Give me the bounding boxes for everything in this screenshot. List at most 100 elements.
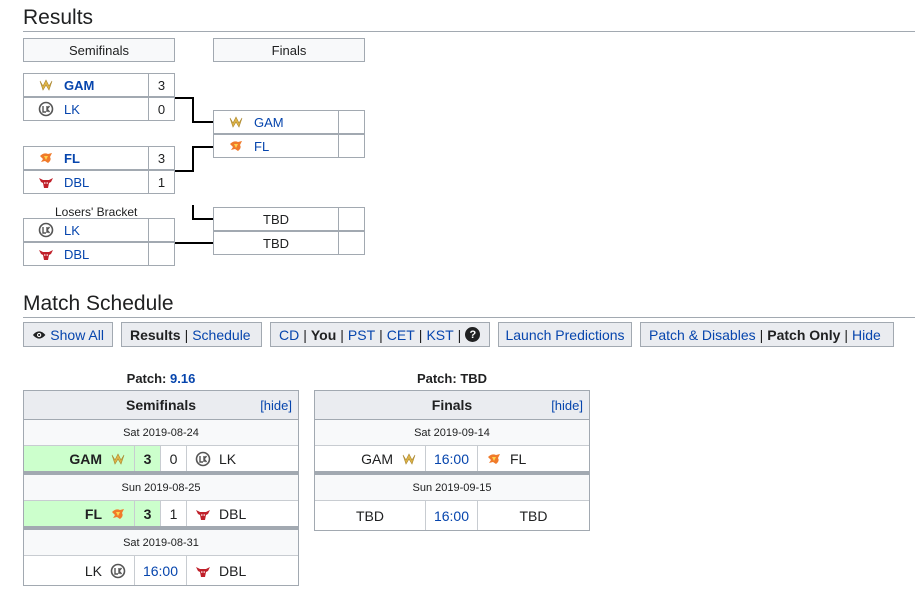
team-link-fl[interactable]: FL <box>64 150 80 166</box>
separator: | <box>340 326 344 343</box>
bracket-connector <box>192 218 213 220</box>
dbl-logo-icon <box>195 506 211 522</box>
hide-button[interactable]: Hide <box>852 326 881 343</box>
dbl-logo-icon <box>38 246 54 262</box>
bracket-connector <box>192 146 194 172</box>
team-link-dbl[interactable]: DBL <box>64 174 90 190</box>
launch-predictions-label: Launch Predictions <box>505 326 625 343</box>
bracket-slot-final1-team2: FL <box>213 134 365 158</box>
team-name[interactable]: DBL <box>219 505 247 522</box>
table-title: Finals <box>431 397 473 413</box>
team-link-fl[interactable]: FL <box>254 138 270 154</box>
team-link-gam[interactable]: GAM <box>254 114 284 130</box>
match-row: LK 16:00 DBL <box>24 556 298 585</box>
tz-cet-button[interactable]: CET <box>386 326 415 343</box>
patch-caption: Patch: <box>416 371 457 386</box>
tz-kst-button[interactable]: KST <box>426 326 454 343</box>
timezone-toggle: CD | You | PST | CET | KST | ? <box>270 322 490 347</box>
match-time[interactable]: 16:00 <box>433 507 470 524</box>
team-name[interactable]: DBL <box>219 562 247 579</box>
show-all-label: Show All <box>50 326 104 343</box>
eye-icon <box>32 330 46 339</box>
hide-table-toggle[interactable]: [hide] <box>260 397 292 413</box>
lk-logo-icon <box>110 563 126 579</box>
score: 3 <box>148 147 174 169</box>
separator: | <box>379 326 383 343</box>
score: 3 <box>148 74 174 96</box>
team-link-lk[interactable]: LK <box>64 101 80 117</box>
team-name[interactable]: GAM <box>69 450 102 467</box>
date-row: Sat 2019-08-24 <box>24 420 298 446</box>
team-link-gam[interactable]: GAM <box>64 77 95 93</box>
finals-schedule-table: Finals [hide] Sat 2019-09-14 GAM 16:00 F… <box>314 390 590 531</box>
hide-table-toggle[interactable]: [hide] <box>551 397 583 413</box>
team-name[interactable]: FL <box>510 450 527 467</box>
bracket-slot-semi1-team1: GAM 3 <box>23 73 175 97</box>
semifinals-schedule-table: Semifinals [hide] Sat 2019-08-24 GAM 3 0… <box>23 390 299 586</box>
results-view-button[interactable]: Results <box>130 326 181 343</box>
time-cell: 16:00 <box>426 501 478 530</box>
patch-toggle: Patch & Disables | Patch Only | Hide <box>640 322 894 347</box>
team-tbd: TBD <box>263 211 289 227</box>
team1-cell: GAM <box>24 446 135 471</box>
team-name[interactable]: GAM <box>361 450 393 467</box>
team-link-dbl[interactable]: DBL <box>64 246 90 262</box>
gam-logo-icon <box>110 451 126 467</box>
separator: | <box>457 326 462 343</box>
score1-cell: 3 <box>135 446 161 471</box>
dbl-logo-icon <box>38 174 54 190</box>
date-row: Sun 2019-09-15 <box>315 475 589 501</box>
team-name: TBD <box>519 507 548 524</box>
tz-cd-button[interactable]: CD <box>279 326 300 343</box>
patch-label-left: Patch: 9.16 <box>23 371 299 386</box>
tz-you-button[interactable]: You <box>310 326 337 343</box>
round-header-semifinals: Semifinals <box>23 38 175 62</box>
bracket-connector <box>192 146 213 148</box>
team-name[interactable]: LK <box>84 562 102 579</box>
tz-pst-button[interactable]: PST <box>347 326 376 343</box>
gam-logo-icon <box>38 77 54 93</box>
fl-logo-icon <box>486 451 502 467</box>
match-row: GAM 16:00 FL <box>315 446 589 475</box>
patch-label-right: Patch: TBD <box>314 371 590 386</box>
bracket-slot-final2-team1: TBD <box>213 207 365 231</box>
team1-cell: TBD <box>315 501 426 530</box>
score: 0 <box>148 98 174 120</box>
patch-caption: Patch: <box>126 371 167 386</box>
fl-logo-icon <box>38 150 54 166</box>
schedule-divider <box>23 317 915 318</box>
team2-cell: TBD <box>478 501 589 530</box>
team-tbd: TBD <box>263 235 289 251</box>
patch-only-button[interactable]: Patch Only <box>767 326 841 343</box>
table-header: Finals [hide] <box>315 391 589 420</box>
team2-cell: DBL <box>187 501 298 526</box>
help-icon[interactable]: ? <box>465 327 481 342</box>
results-heading: Results <box>23 6 94 29</box>
team2-cell: LK <box>187 446 298 471</box>
match-time[interactable]: 16:00 <box>142 562 179 579</box>
patch-disables-button[interactable]: Patch & Disables <box>649 326 756 343</box>
bracket-slot-semi1-team2: LK 0 <box>23 97 175 121</box>
bracket-connector <box>175 170 193 172</box>
match-row: FL 3 1 DBL <box>24 501 298 530</box>
team-link-lk[interactable]: LK <box>64 222 80 238</box>
launch-predictions-button[interactable]: Launch Predictions <box>498 322 632 347</box>
score: 1 <box>148 171 174 193</box>
score <box>338 232 364 254</box>
patch-value-link[interactable]: 9.16 <box>170 371 196 386</box>
score <box>148 243 174 265</box>
bracket-slot-final2-team2: TBD <box>213 231 365 255</box>
show-all-button[interactable]: Show All <box>23 322 113 347</box>
team-name[interactable]: LK <box>219 450 237 467</box>
date-row: Sat 2019-08-31 <box>24 530 298 556</box>
table-header: Semifinals [hide] <box>24 391 298 420</box>
bracket-connector <box>192 97 194 122</box>
match-time[interactable]: 16:00 <box>433 450 470 467</box>
team-name[interactable]: FL <box>84 505 102 522</box>
schedule-view-button[interactable]: Schedule <box>192 326 251 343</box>
separator: | <box>844 326 849 343</box>
view-toggle: Results | Schedule <box>121 322 262 347</box>
fl-logo-icon <box>110 506 126 522</box>
bracket-slot-losers-team2: DBL <box>23 242 175 266</box>
lk-logo-icon <box>195 451 211 467</box>
